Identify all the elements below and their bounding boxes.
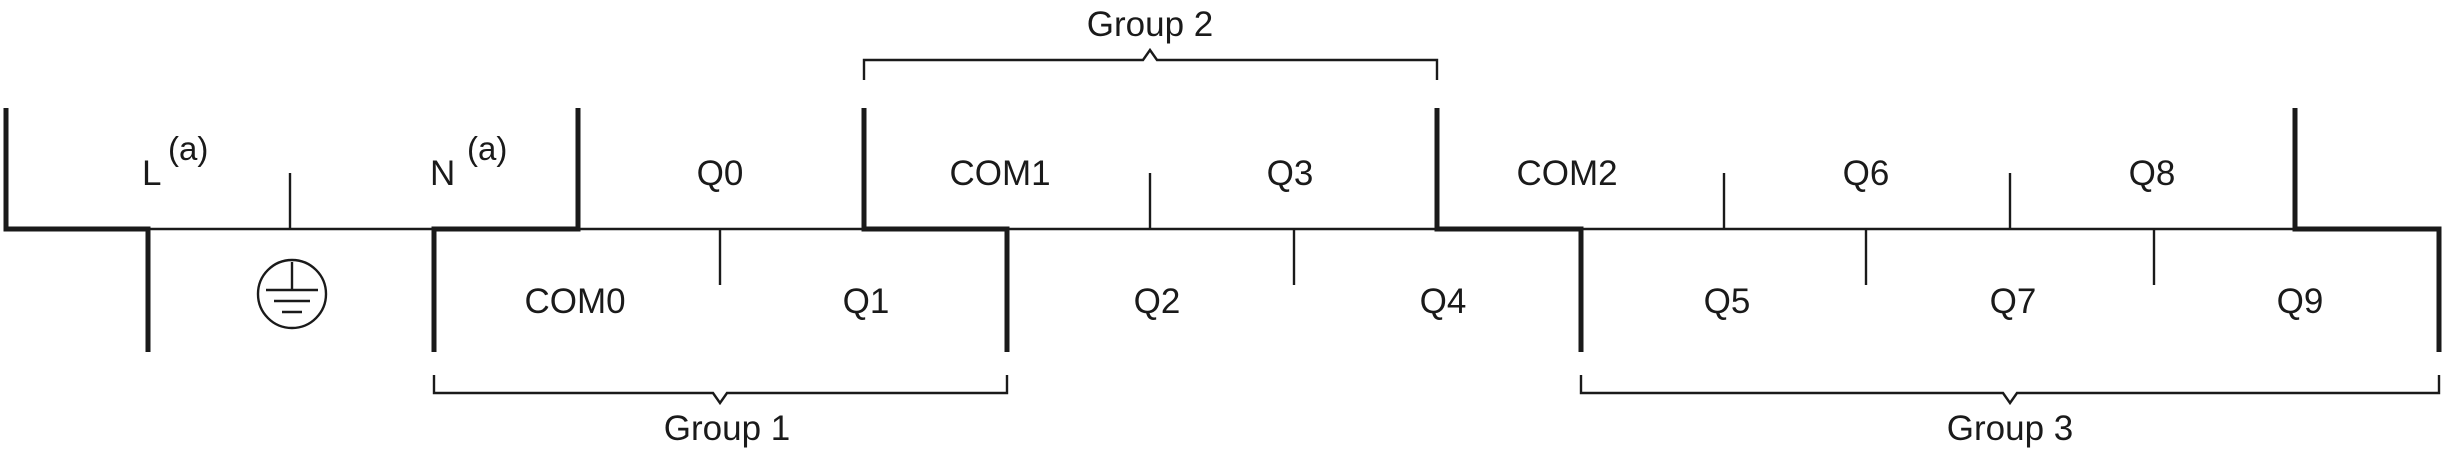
isolation-border-n [431,108,581,352]
terminal-note-n: (a) [467,130,507,167]
group-1-bracket [432,375,1009,406]
terminal-label-com0: COM0 [524,282,625,321]
terminal-label-q7: Q7 [1990,282,2037,321]
terminal-label-q6: Q6 [1843,154,1890,193]
terminal-note-l: (a) [168,130,208,167]
group-label-1: Group 1 [664,409,790,448]
terminal-label-l: L [142,154,161,193]
isolation-border-end [2292,108,2442,352]
group-2-bracket [862,47,1439,80]
isolation-border-group2-start [861,108,1010,352]
isolation-border-group2-end [1434,108,1584,352]
terminal-label-com2: COM2 [1516,154,1617,193]
terminal-label-q4: Q4 [1420,282,1467,321]
terminal-label-q5: Q5 [1704,282,1751,321]
group-label-3: Group 3 [1947,409,2073,448]
terminal-label-q1: Q1 [843,282,890,321]
terminal-label-q2: Q2 [1134,282,1181,321]
terminal-label-q3: Q3 [1267,154,1314,193]
terminal-label-n: N [430,154,455,193]
group-label-2: Group 2 [1087,5,1213,44]
terminal-label-q8: Q8 [2129,154,2176,193]
terminal-label-q0: Q0 [697,154,744,193]
group-3-bracket [1579,375,2441,406]
protective-earth-icon [256,258,328,330]
terminal-label-com1: COM1 [949,154,1050,193]
terminal-label-q9: Q9 [2277,282,2324,321]
isolation-border-l [3,108,151,352]
